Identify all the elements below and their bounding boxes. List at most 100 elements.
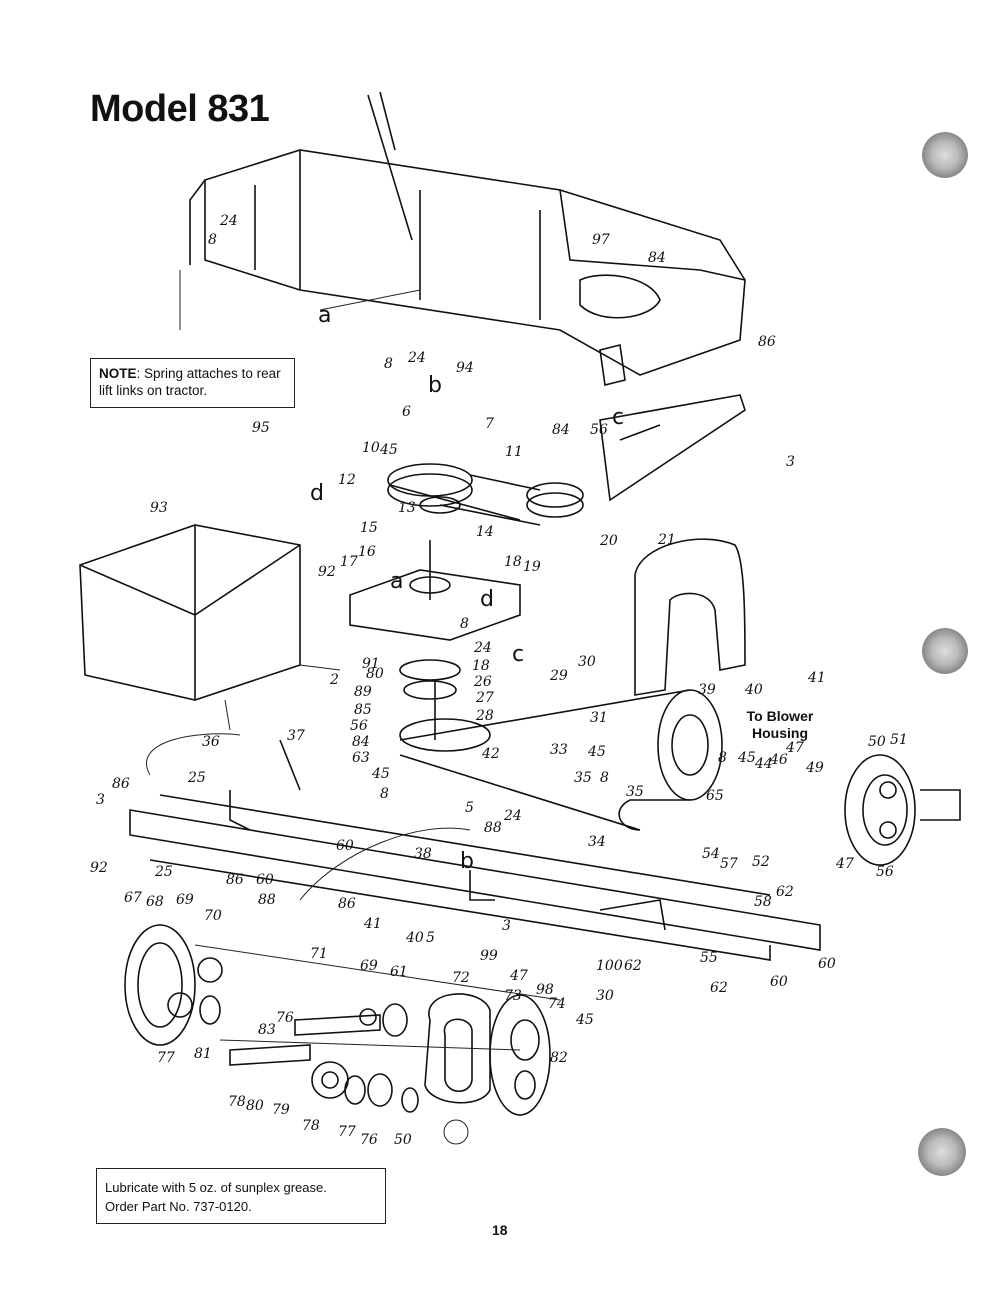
- note-label: NOTE: [99, 366, 137, 381]
- callout: 34: [588, 834, 606, 850]
- callout: 11: [505, 444, 523, 460]
- callout: 89: [354, 684, 372, 700]
- callout: 84: [648, 250, 666, 266]
- callout: 30: [596, 988, 614, 1004]
- callout: 70: [204, 908, 222, 924]
- callout: 62: [710, 980, 728, 996]
- callout: 100: [596, 958, 623, 974]
- callout: 47: [785, 740, 804, 756]
- pulley-belt-drawing: [387, 463, 584, 526]
- callout: 45: [587, 744, 606, 760]
- mount-plate-drawing: [349, 540, 521, 752]
- label-b-upper: b: [428, 373, 442, 398]
- callout: 40: [405, 930, 424, 946]
- callout: 14: [476, 524, 494, 540]
- callout: 50: [868, 734, 886, 750]
- callout: 41: [807, 670, 826, 686]
- callout: 80: [246, 1098, 264, 1114]
- callout: 99: [480, 948, 498, 964]
- callout: 30: [578, 654, 596, 670]
- callout: 42: [481, 746, 500, 762]
- callout: 93: [150, 500, 168, 516]
- callout: 76: [276, 1010, 294, 1026]
- callout: 60: [336, 838, 354, 854]
- callout: 39: [698, 682, 716, 698]
- callout: 45: [379, 442, 398, 458]
- callout: 7: [485, 416, 494, 432]
- callout: 37: [287, 728, 305, 744]
- callout: 3: [96, 792, 105, 808]
- callout: 86: [758, 334, 776, 350]
- callout: 68: [146, 894, 164, 910]
- label-c-lower: c: [512, 642, 524, 667]
- callout: 60: [256, 872, 274, 888]
- callout: 69: [176, 892, 194, 908]
- callout: 24: [473, 640, 492, 656]
- callout: 29: [549, 668, 568, 684]
- callout: 80: [366, 666, 384, 682]
- callout: 13: [398, 500, 416, 516]
- callout: 50: [394, 1132, 412, 1148]
- callout: 57: [720, 856, 738, 872]
- callout: 36: [202, 734, 220, 750]
- callout: 5: [426, 930, 435, 946]
- callout: 8: [380, 786, 389, 802]
- callout: 98: [536, 982, 554, 998]
- callout: 62: [776, 884, 794, 900]
- callout: 44: [754, 756, 773, 772]
- callout: 60: [818, 956, 836, 972]
- binder-hole-top: [922, 132, 968, 178]
- callout: 41: [363, 916, 382, 932]
- callout: 8: [384, 356, 393, 372]
- callout: 21: [657, 532, 676, 548]
- callout: 12: [338, 472, 356, 488]
- callout: 74: [548, 996, 566, 1012]
- callout: 54: [702, 846, 720, 862]
- callout: 61: [390, 964, 408, 980]
- callout: 24: [407, 350, 426, 366]
- label-b-lower: b: [460, 849, 474, 874]
- drive-belt-drawing: [399, 689, 723, 831]
- callout: 3: [502, 918, 511, 934]
- callout: 71: [310, 946, 328, 962]
- callout: 78: [228, 1094, 246, 1110]
- gear-case-drawing: [124, 924, 561, 1116]
- callout: 81: [194, 1046, 212, 1062]
- callout: 17: [340, 554, 358, 570]
- callout: 25: [187, 770, 206, 786]
- lubrication-note: Lubricate with 5 oz. of sunplex grease. …: [96, 1168, 386, 1224]
- callout: 8: [600, 770, 609, 786]
- callout: 72: [452, 970, 470, 986]
- callout: 55: [700, 950, 718, 966]
- callout: 97: [592, 232, 610, 248]
- binder-hole-middle: [922, 628, 968, 674]
- hopper-box-drawing: [79, 524, 341, 731]
- page-title: Model 831: [90, 88, 270, 130]
- callout: 47: [509, 968, 528, 984]
- callout: 60: [770, 974, 788, 990]
- callout: 35: [626, 784, 644, 800]
- callout: 56: [590, 422, 608, 438]
- callout: 2: [329, 672, 339, 688]
- callout: 92: [90, 860, 108, 876]
- callout: 10: [362, 440, 380, 456]
- callout: 27: [475, 690, 494, 706]
- callout: 86: [226, 872, 244, 888]
- hitch-frame-drawing: [179, 91, 746, 502]
- callout: 47: [835, 856, 854, 872]
- callout: 20: [599, 533, 618, 549]
- callout: 19: [523, 559, 541, 575]
- callout: 78: [302, 1118, 320, 1134]
- callout: 94: [456, 360, 474, 376]
- callout: 56: [350, 718, 368, 734]
- callout: 38: [414, 846, 432, 862]
- label-c-upper: c: [612, 405, 624, 430]
- callout: 77: [338, 1124, 356, 1140]
- frame-rails-drawing: [129, 733, 821, 961]
- blower-plate-drawing: [844, 754, 961, 866]
- callout: 18: [504, 554, 522, 570]
- callout: 85: [354, 702, 372, 718]
- callout: 8: [718, 750, 727, 766]
- callout: 95: [252, 420, 270, 436]
